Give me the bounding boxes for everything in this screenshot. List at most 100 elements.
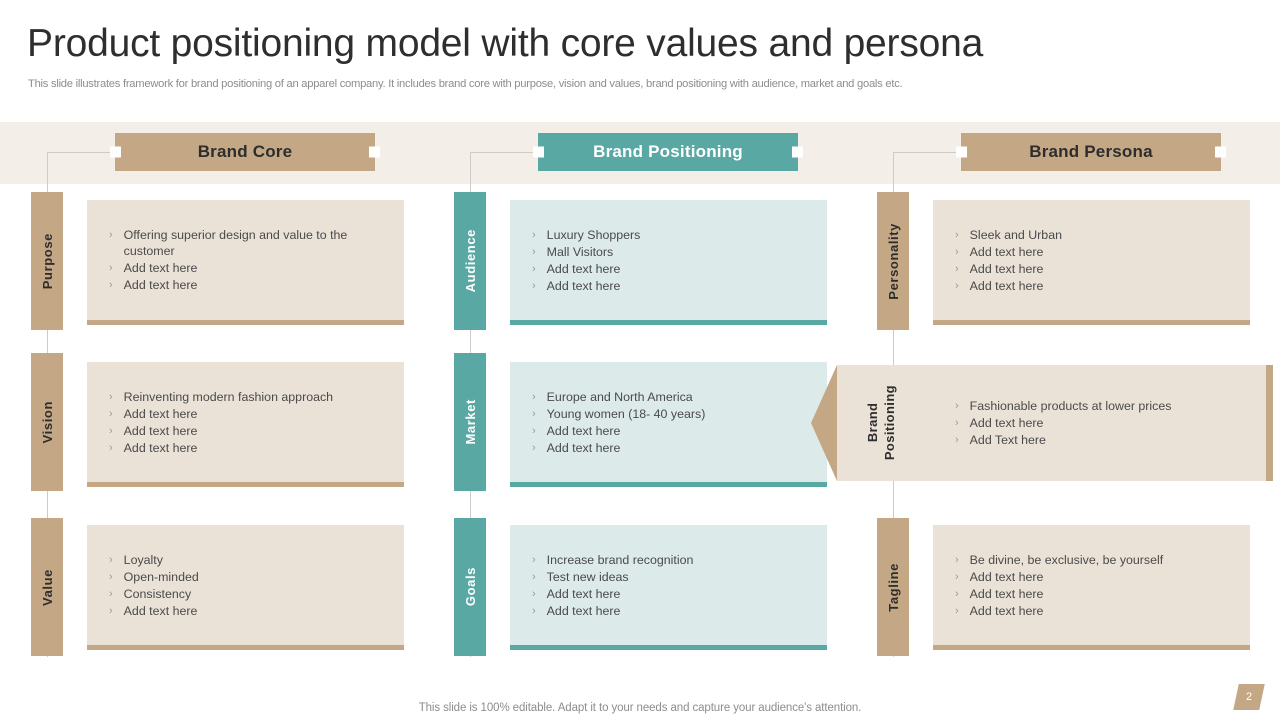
chevron-right-icon: ›	[532, 570, 536, 583]
list-item: › Add text here	[955, 586, 1232, 602]
list-item: › Add text here	[532, 603, 809, 619]
card-vision[interactable]: › Reinventing modern fashion approach › …	[87, 362, 404, 487]
list-item: › Increase brand recognition	[532, 552, 809, 568]
list-item-text: Young women (18- 40 years)	[546, 406, 706, 421]
list-item: › Be divine, be exclusive, be yourself	[955, 552, 1232, 568]
card-audience[interactable]: › Luxury Shoppers › Mall Visitors › Add …	[510, 200, 827, 325]
chevron-right-icon: ›	[532, 245, 536, 258]
bullet-list-vision: › Reinventing modern fashion approach › …	[87, 389, 404, 456]
chevron-right-icon: ›	[532, 407, 536, 420]
list-item-text: Add text here	[546, 586, 621, 601]
list-item: › Add text here	[532, 278, 809, 294]
chevron-right-icon: ›	[955, 570, 959, 583]
page-title: Product positioning model with core valu…	[27, 22, 984, 65]
card-positioning[interactable]: › Fashionable products at lower prices ›…	[933, 365, 1263, 481]
row-label-text: Purpose	[39, 232, 55, 290]
column-header-label: Brand Positioning	[593, 142, 743, 161]
list-item-text: Add text here	[123, 278, 198, 292]
chevron-right-icon: ›	[955, 434, 959, 446]
list-item-text: Add text here	[123, 261, 198, 275]
list-item-text: Luxury Shoppers	[546, 227, 641, 242]
list-item-text: Add text here	[969, 261, 1044, 276]
list-item-text: Add text here	[969, 244, 1044, 259]
list-item: › Young women (18- 40 years)	[532, 406, 809, 422]
list-item: › Luxury Shoppers	[532, 227, 809, 243]
card-tagline[interactable]: › Be divine, be exclusive, be yourself ›…	[933, 525, 1250, 650]
card-value[interactable]: › Loyalty › Open-minded › Consistency › …	[87, 525, 404, 650]
row-label-personality[interactable]: Personality	[877, 192, 909, 330]
row-label-text: Value	[39, 568, 55, 606]
chevron-right-icon: ›	[109, 570, 113, 583]
callout-brand-positioning[interactable]	[837, 365, 1273, 481]
list-item-text: Sleek and Urban	[969, 227, 1062, 242]
chevron-right-icon: ›	[109, 553, 113, 566]
callout-right-edge	[1266, 365, 1273, 481]
connector-line-persona-horizontal	[893, 152, 961, 153]
list-item: › Test new ideas	[532, 569, 809, 585]
card-purpose[interactable]: › Offering superior design and value to …	[87, 200, 404, 325]
bullet-list-purpose: › Offering superior design and value to …	[87, 227, 404, 293]
list-item: › Add text here	[955, 415, 1245, 431]
list-item-text: Fashionable products at lower prices	[969, 399, 1172, 413]
page-number-badge: 2	[1233, 684, 1265, 710]
chevron-right-icon: ›	[532, 441, 536, 454]
list-item: › Europe and North America	[532, 389, 809, 405]
header-notch-right-icon	[792, 146, 803, 158]
row-label-market[interactable]: Market	[454, 353, 486, 491]
list-item-text: Add Text here	[969, 433, 1046, 447]
row-label-text: Market	[462, 399, 478, 445]
list-item-text: Open-minded	[123, 569, 199, 584]
chevron-right-icon: ›	[955, 279, 959, 292]
list-item-text: Test new ideas	[546, 569, 629, 584]
list-item-text: Add text here	[546, 261, 621, 276]
list-item: › Add text here	[532, 423, 809, 439]
row-label-purpose[interactable]: Purpose	[31, 192, 63, 330]
chevron-right-icon: ›	[955, 553, 959, 566]
callout-arrow-icon	[811, 365, 837, 481]
chevron-right-icon: ›	[532, 587, 536, 600]
chevron-right-icon: ›	[955, 245, 959, 258]
header-notch-left-icon	[533, 146, 544, 158]
list-item: › Reinventing modern fashion approach	[109, 389, 386, 405]
chevron-right-icon: ›	[532, 262, 536, 275]
row-label-vision[interactable]: Vision	[31, 353, 63, 491]
list-item-text: Increase brand recognition	[546, 552, 694, 567]
row-label-audience[interactable]: Audience	[454, 192, 486, 330]
list-item: › Add text here	[532, 440, 809, 456]
bullet-list-personality: › Sleek and Urban › Add text here › Add …	[933, 227, 1250, 294]
list-item: › Add text here	[109, 260, 386, 276]
list-item-text: Be divine, be exclusive, be yourself	[969, 552, 1164, 567]
chevron-right-icon: ›	[109, 604, 113, 617]
list-item: › Add text here	[955, 261, 1232, 277]
bullet-list-tagline: › Be divine, be exclusive, be yourself ›…	[933, 552, 1250, 619]
chevron-right-icon: ›	[532, 228, 536, 241]
card-personality[interactable]: › Sleek and Urban › Add text here › Add …	[933, 200, 1250, 325]
row-label-goals[interactable]: Goals	[454, 518, 486, 656]
column-header-brand-positioning[interactable]: Brand Positioning	[533, 133, 803, 171]
list-item-text: Offering superior design and value to th…	[123, 228, 348, 258]
page-subtitle: This slide illustrates framework for bra…	[28, 78, 903, 90]
chevron-right-icon: ›	[955, 262, 959, 275]
list-item: › Add text here	[109, 603, 386, 619]
header-notch-left-icon	[956, 146, 967, 158]
chevron-right-icon: ›	[955, 587, 959, 600]
card-goals[interactable]: › Increase brand recognition › Test new …	[510, 525, 827, 650]
chevron-right-icon: ›	[109, 587, 113, 600]
row-label-value[interactable]: Value	[31, 518, 63, 656]
list-item: › Sleek and Urban	[955, 227, 1232, 243]
card-market[interactable]: › Europe and North America › Young women…	[510, 362, 827, 487]
bullet-list-goals: › Increase brand recognition › Test new …	[510, 552, 827, 619]
list-item-text: Consistency	[123, 586, 192, 601]
chevron-right-icon: ›	[109, 441, 113, 454]
list-item: › Add text here	[955, 278, 1232, 294]
chevron-right-icon: ›	[109, 229, 113, 241]
chevron-right-icon: ›	[109, 262, 113, 274]
row-label-tagline[interactable]: Tagline	[877, 518, 909, 656]
column-header-brand-persona[interactable]: Brand Persona	[956, 133, 1226, 171]
list-item: › Add text here	[955, 603, 1232, 619]
list-item: › Add text here	[109, 406, 386, 422]
column-header-brand-core[interactable]: Brand Core	[110, 133, 380, 171]
row-label-text: Audience	[462, 229, 478, 293]
list-item-text: Europe and North America	[546, 389, 693, 404]
